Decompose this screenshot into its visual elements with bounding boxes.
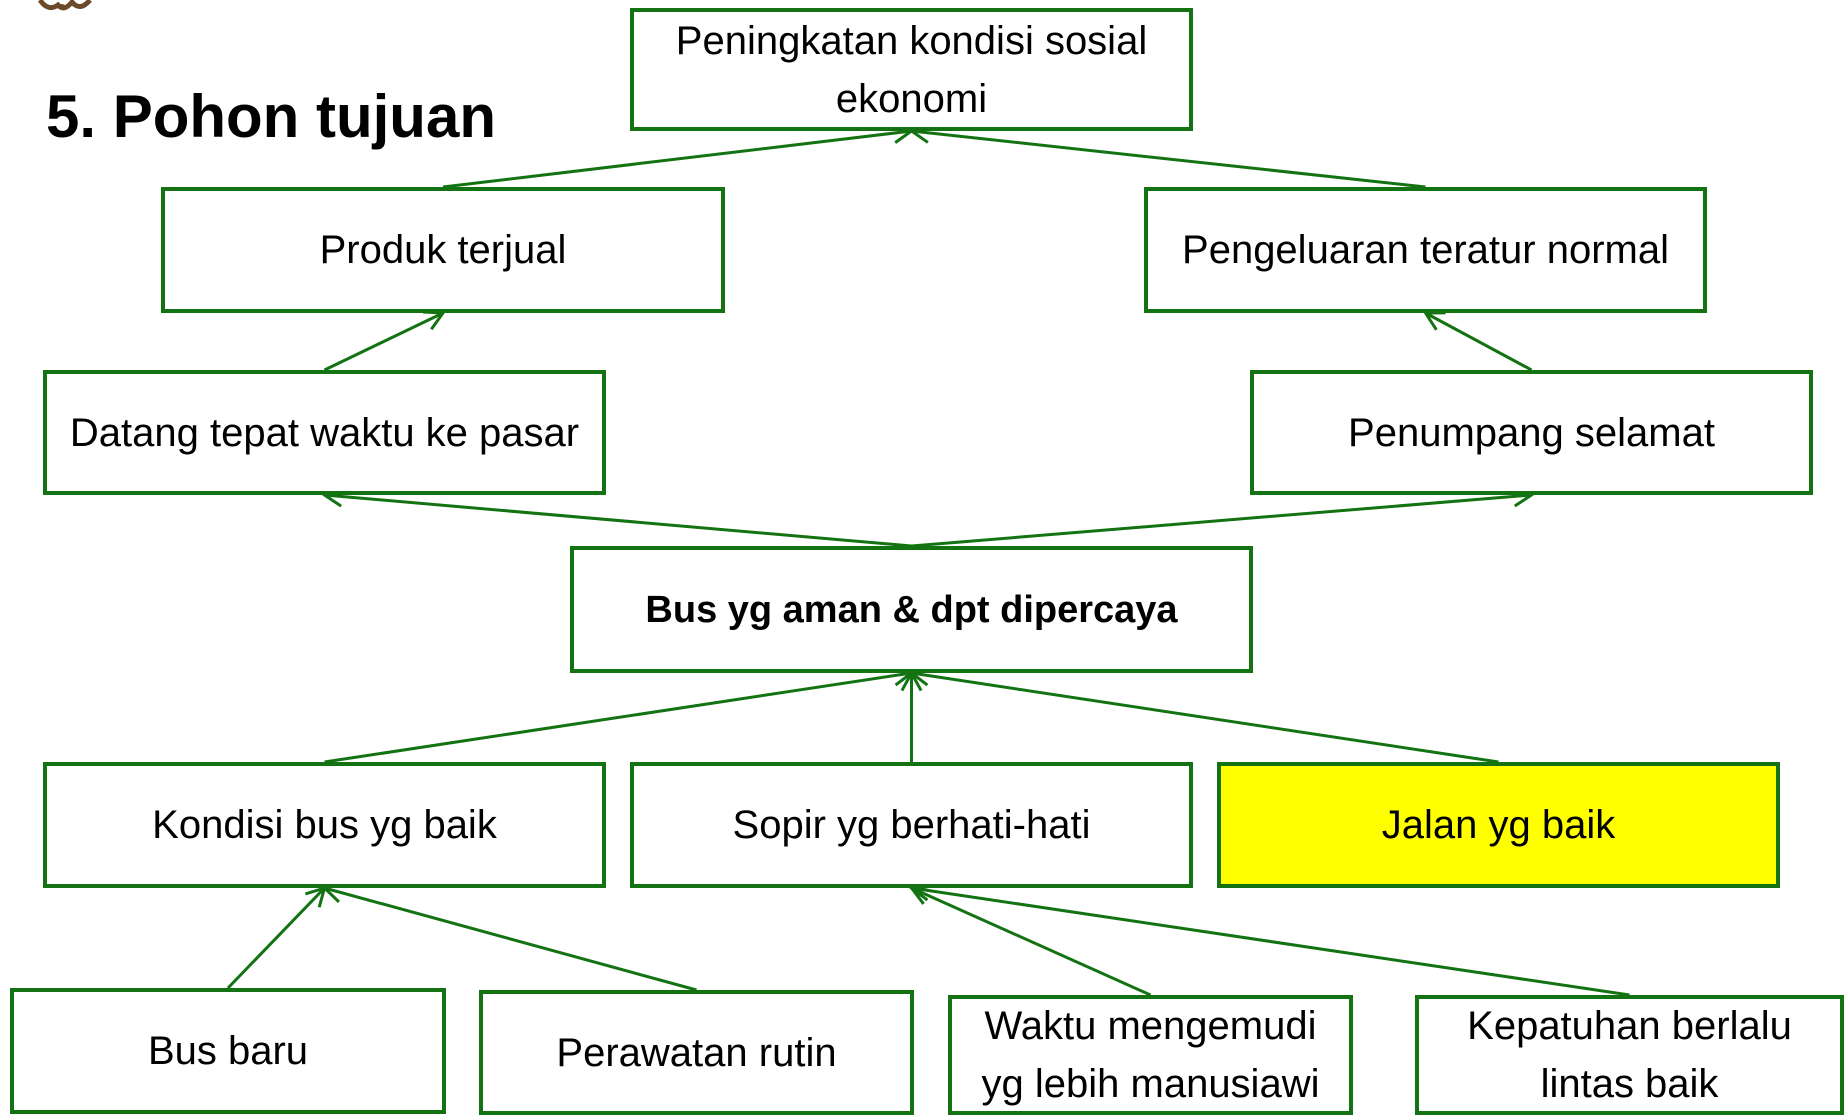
node-label: Sopir yg berhati-hati xyxy=(732,803,1091,847)
node-label: Bus baru xyxy=(147,1029,309,1073)
node-label: Kondisi bus yg baik xyxy=(152,803,497,847)
node-label: Perawatan rutin xyxy=(556,1030,837,1075)
new-bus-node: Bus baru xyxy=(10,988,446,1114)
node-label: Bus yg aman & dpt dipercaya xyxy=(645,588,1178,631)
safe-reliable-bus-node: Bus yg aman & dpt dipercaya xyxy=(570,546,1253,673)
careful-driver-node: Sopir yg berhati-hati xyxy=(630,762,1193,888)
goal-node: Peningkatan kondisi sosial ekonomi xyxy=(630,8,1193,131)
connector-arrow xyxy=(911,485,1535,548)
connector-arrow xyxy=(900,669,923,762)
connector-arrow xyxy=(908,664,1499,764)
connector-arrow xyxy=(442,122,915,189)
node-label: Waktu mengemudi yg lebih manusiawi xyxy=(981,1004,1320,1106)
product-sold-node: Produk terjual xyxy=(161,187,725,313)
node-label: Penumpang selamat xyxy=(1348,410,1715,455)
connector-arrow xyxy=(321,881,697,992)
node-label: Produk terjual xyxy=(319,228,567,272)
good-road-node: Jalan yg baik xyxy=(1217,762,1780,888)
connector-arrow xyxy=(908,879,1630,997)
connector-arrow xyxy=(908,121,1426,189)
connector-arrow xyxy=(321,485,912,548)
arrive-on-time-node: Datang tepat waktu ke pasar xyxy=(43,370,606,495)
page-title: 5. Pohon tujuan xyxy=(46,83,496,150)
node-label: Kepatuhan berlalu lintas baik xyxy=(1467,1004,1792,1106)
routine-maintenance-node: Perawatan rutin xyxy=(479,990,914,1115)
connector-arrow xyxy=(323,310,446,372)
connector-arrow xyxy=(226,885,327,990)
institution-logo-icon xyxy=(37,0,92,11)
connector-arrow xyxy=(1422,311,1533,372)
node-label: Pengeluaran teratur normal xyxy=(1182,228,1669,272)
passenger-safe-node: Penumpang selamat xyxy=(1250,370,1813,495)
traffic-compliance-node: Kepatuhan berlalu lintas baik xyxy=(1415,995,1844,1115)
node-label: Datang tepat waktu ke pasar xyxy=(69,410,580,455)
connector-arrow xyxy=(908,884,1152,997)
node-label: Jalan yg baik xyxy=(1381,803,1616,847)
bus-condition-node: Kondisi bus yg baik xyxy=(43,762,606,888)
node-label: Peningkatan kondisi sosial ekonomi xyxy=(675,18,1148,121)
regular-spending-node: Pengeluaran teratur normal xyxy=(1144,187,1707,313)
driving-time-node: Waktu mengemudi yg lebih manusiawi xyxy=(948,995,1353,1115)
connector-arrow xyxy=(324,664,915,764)
